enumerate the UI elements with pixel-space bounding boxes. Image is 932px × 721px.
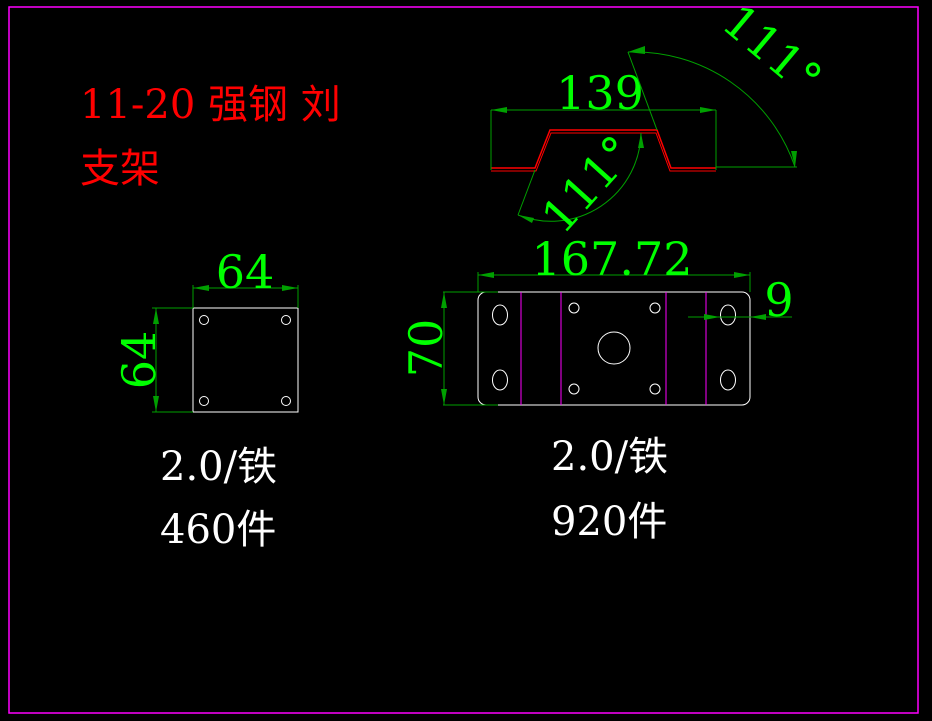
title-line1: 11-20 强钢 刘 — [80, 82, 341, 128]
angle-arc-top — [627, 51, 796, 168]
angle-111-bottom: 111° — [531, 125, 645, 243]
flat-pattern-view: 167.72 70 9 — [399, 232, 794, 406]
small-plate-qty: 460件 — [160, 507, 276, 553]
dim-139: 139 — [556, 66, 644, 120]
angle-111-top: 111° — [712, 0, 832, 106]
profile-outer — [491, 129, 716, 169]
flat-spec: 2.0/铁 — [551, 434, 668, 480]
drawing-border — [8, 6, 919, 714]
dim-9: 9 — [764, 273, 793, 327]
small-plate-view: 64 64 — [112, 245, 299, 413]
center-hole — [597, 331, 631, 365]
dim-167-72: 167.72 — [532, 232, 693, 286]
dim-64-height: 64 — [112, 331, 166, 390]
flat-qty: 920件 — [551, 499, 667, 545]
title-line2: 支架 — [80, 146, 160, 192]
flat-outline — [477, 291, 751, 406]
dim-70: 70 — [399, 319, 453, 378]
profile-view: 139 111° 111° — [490, 0, 832, 244]
profile-inner — [491, 132, 716, 172]
dim-64-width: 64 — [216, 245, 275, 299]
small-plate-outline — [192, 307, 299, 413]
angle-arc-bottom — [517, 132, 642, 222]
small-plate-spec: 2.0/铁 — [160, 444, 277, 490]
